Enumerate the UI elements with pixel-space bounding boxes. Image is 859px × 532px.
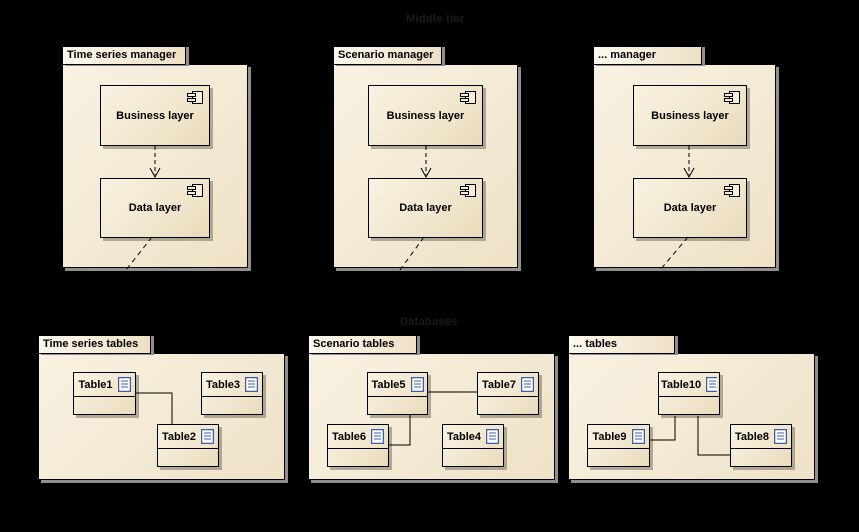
table-node-table5[interactable]: Table5 (367, 372, 428, 415)
package-label: Scenario tables (313, 338, 395, 350)
table-label: Table2 (161, 430, 197, 443)
package-label: Time series tables (43, 338, 139, 350)
component-data-layer[interactable]: Data layer (100, 178, 210, 238)
table-label: Table8 (734, 430, 770, 443)
table-label: Table9 (592, 430, 627, 443)
table-node-table6[interactable]: Table6 (327, 424, 389, 467)
table-icon (117, 377, 131, 392)
package-tab-time-series-manager[interactable]: Time series manager (62, 46, 186, 65)
table-icon (486, 429, 500, 444)
package-label: ... manager (598, 49, 657, 61)
table-icon (410, 377, 424, 392)
component-business-layer[interactable]: Business layer (368, 85, 483, 146)
component-data-layer[interactable]: Data layer (633, 178, 747, 238)
table-icon (371, 429, 385, 444)
component-business-layer[interactable]: Business layer (100, 85, 210, 146)
component-label: Data layer (128, 202, 182, 214)
table-node-table10[interactable]: Table10 (658, 372, 720, 415)
uml-component-icon (724, 91, 740, 104)
package-label: Scenario manager (338, 49, 434, 61)
component-label: Data layer (399, 202, 452, 214)
table-node-table4[interactable]: Table4 (442, 424, 504, 467)
table-icon (631, 429, 645, 444)
package-tab-ellipsis-tables[interactable]: ... tables (568, 335, 675, 354)
section-label-middle-tier: Middle tier (406, 13, 465, 25)
table-label: Table7 (481, 378, 517, 391)
table-icon (774, 429, 788, 444)
table-label: Table6 (331, 430, 367, 443)
component-label: Business layer (651, 109, 729, 122)
table-icon (521, 377, 535, 392)
uml-component-icon (187, 184, 203, 197)
component-label: Business layer (116, 109, 194, 122)
component-business-layer[interactable]: Business layer (633, 85, 747, 146)
table-node-table1[interactable]: Table1 (73, 372, 136, 415)
package-tab-scenario-tables[interactable]: Scenario tables (308, 335, 417, 354)
table-icon (706, 377, 717, 392)
table-label: Table3 (205, 378, 241, 391)
table-icon (201, 429, 215, 444)
component-label: Business layer (386, 109, 465, 122)
package-tab-scenario-manager[interactable]: Scenario manager (333, 46, 442, 65)
table-label: Table10 (661, 378, 702, 391)
component-label: Data layer (663, 202, 717, 214)
table-node-table7[interactable]: Table7 (477, 372, 539, 415)
table-node-table8[interactable]: Table8 (730, 424, 792, 467)
package-tab-ellipsis-manager[interactable]: ... manager (593, 46, 702, 65)
uml-component-icon (460, 91, 476, 104)
table-label: Table4 (446, 430, 482, 443)
package-tab-time-series-tables[interactable]: Time series tables (38, 335, 151, 354)
uml-component-icon (724, 184, 740, 197)
section-label-databases: Databases (400, 316, 458, 328)
table-label: Table1 (78, 378, 113, 391)
table-node-table3[interactable]: Table3 (201, 372, 263, 415)
package-label: ... tables (573, 338, 618, 350)
uml-component-icon (460, 184, 476, 197)
table-icon (245, 377, 259, 392)
table-label: Table5 (371, 378, 406, 391)
package-label: Time series manager (67, 49, 177, 61)
component-data-layer[interactable]: Data layer (368, 178, 483, 238)
uml-component-icon (187, 91, 203, 104)
table-node-table2[interactable]: Table2 (157, 424, 219, 467)
table-node-table9[interactable]: Table9 (587, 424, 650, 467)
